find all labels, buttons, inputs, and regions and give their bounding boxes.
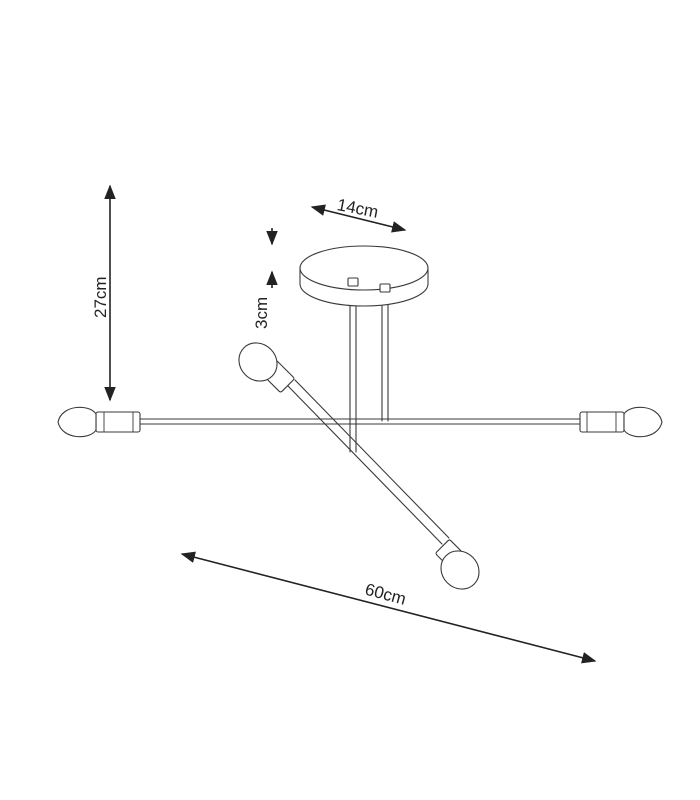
dimension-label-14cm: 14cm: [335, 195, 379, 222]
dimension-total-width: 60cm: [180, 551, 597, 664]
dimension-label-3cm: 3cm: [252, 297, 271, 329]
ceiling-canopy: [299, 245, 429, 307]
dimension-canopy-height: 3cm: [252, 228, 278, 329]
dimension-label-27cm: 27cm: [91, 276, 110, 318]
ceiling-lamp: [57, 245, 663, 590]
left-bulb-holder: [95, 411, 141, 433]
suspension-rods: [349, 285, 389, 453]
dimension-total-height: 27cm: [91, 184, 116, 402]
diagonal-arm: [287, 379, 450, 545]
horizontal-arm: [139, 418, 581, 425]
right-bulb-holder: [579, 411, 625, 433]
upper-bulb-icon: [238, 342, 278, 382]
left-bulb-icon: [57, 406, 97, 438]
dimension-canopy-width: 14cm: [310, 195, 407, 233]
dimension-label-60cm: 60cm: [363, 580, 408, 609]
right-bulb-icon: [623, 406, 663, 438]
